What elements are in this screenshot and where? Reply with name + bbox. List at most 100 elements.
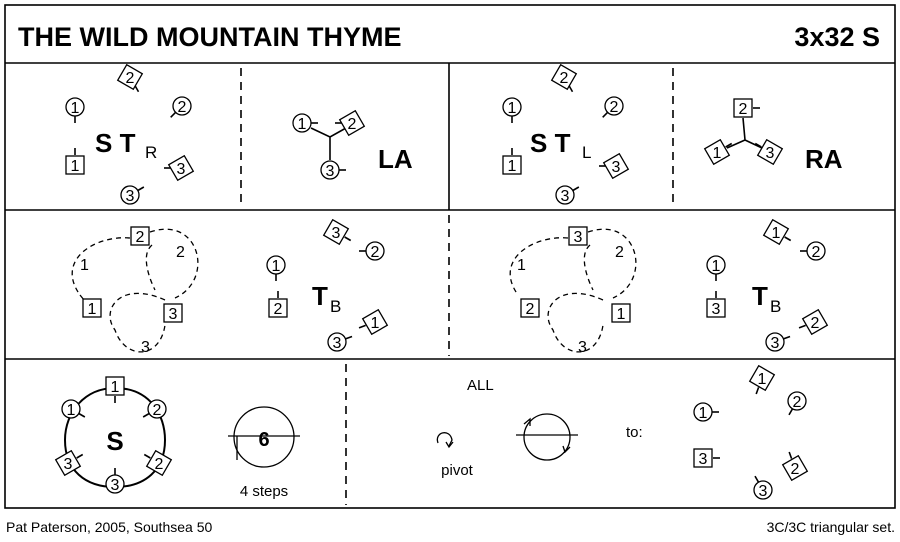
dancer-woman: 2: [800, 241, 826, 261]
dancer-number: 2: [126, 70, 135, 87]
dancer-man: 1: [82, 298, 102, 318]
reel-paths: [71, 228, 637, 353]
dancer-woman: 3: [320, 160, 346, 180]
bars-icon: [228, 406, 300, 468]
figure-sub-label: R: [145, 143, 157, 162]
dancer-number: 1: [508, 158, 517, 175]
square-marker: [105, 376, 125, 396]
facing-tick: [142, 412, 150, 418]
path-number: 1: [517, 257, 526, 274]
facing-tick: [783, 335, 791, 340]
facing-tick: [755, 387, 760, 395]
dancer-number: 1: [71, 158, 80, 175]
facing-tick: [788, 451, 793, 459]
dancer-number: 2: [348, 116, 357, 133]
dancer-number: 3: [759, 483, 768, 500]
figure-label: LA: [378, 144, 413, 174]
circle-marker: [292, 113, 312, 133]
dancer-woman: 3: [555, 185, 580, 205]
square-marker: [163, 303, 183, 323]
facing-tick: [798, 324, 806, 329]
dancer-number: 3: [561, 188, 570, 205]
pivot-icon: [436, 432, 454, 449]
facing-tick: [754, 142, 762, 148]
dancer-man: 3: [163, 303, 183, 323]
circle-marker: [787, 391, 807, 411]
dancer-man: 3: [54, 449, 84, 477]
figure-label: S T: [95, 128, 136, 158]
circle-marker: [365, 241, 385, 261]
formation-label: 3x32 S: [794, 22, 880, 52]
dancer-woman: 1: [706, 255, 726, 281]
dancer-number: 2: [791, 461, 800, 478]
dancer-number: 2: [811, 315, 820, 332]
steps-caption: 4 steps: [240, 483, 288, 500]
dancer-number: 2: [812, 244, 821, 261]
circle-marker: [706, 255, 726, 275]
dancer-number: 2: [136, 229, 145, 246]
circle-marker: [320, 160, 340, 180]
figure-sub-label: L: [582, 143, 591, 162]
dancer-man: 3: [164, 154, 195, 182]
path-number: 2: [176, 244, 185, 261]
dancer-man: 2: [550, 63, 578, 93]
square-marker: [611, 303, 631, 323]
square-marker: [54, 449, 82, 477]
circle-marker: [65, 97, 85, 117]
facing-tick: [754, 475, 760, 483]
circle-marker: [693, 402, 713, 422]
dancer-number: 2: [274, 301, 283, 318]
dancer-man: 3: [693, 448, 720, 468]
dancer-number: 1: [758, 371, 767, 388]
square-marker: [550, 63, 578, 91]
square-marker: [602, 152, 630, 180]
circle-marker: [120, 185, 140, 205]
dancer-woman: 1: [292, 113, 318, 133]
dancer-woman: 1: [61, 399, 86, 419]
dancer-number: 1: [712, 258, 721, 275]
dancer-number: 3: [712, 301, 721, 318]
dancer-number: 2: [560, 70, 569, 87]
dancer-man: 2: [268, 291, 288, 318]
dancer-number: 2: [610, 99, 619, 116]
dancer-man: 1: [762, 218, 792, 246]
turn-around-icon: [516, 413, 578, 461]
dancer-number: 2: [739, 101, 748, 118]
dancer-number: 3: [771, 335, 780, 352]
square-marker: [733, 98, 753, 118]
circle-marker: [147, 399, 167, 419]
path-number: 3: [141, 339, 150, 356]
circle-marker: [806, 241, 826, 261]
square-marker: [82, 298, 102, 318]
dancer-man: 2: [798, 308, 829, 336]
figure-label: S: [106, 426, 123, 456]
dancer-number: 2: [371, 244, 380, 261]
figure-label: RA: [805, 144, 843, 174]
square-marker: [762, 218, 790, 246]
square-marker: [706, 298, 726, 318]
circle-marker: [327, 332, 347, 352]
all-label: ALL: [467, 377, 494, 394]
square-marker: [268, 298, 288, 318]
dancer-number: 1: [699, 405, 708, 422]
dancer-number: 3: [126, 188, 135, 205]
figure-label: S T: [530, 128, 571, 158]
facing-tick: [345, 335, 353, 340]
credit: Pat Paterson, 2005, Southsea 50: [6, 519, 212, 535]
dancer-woman: 2: [359, 241, 385, 261]
dancer-woman: 1: [693, 402, 719, 422]
dancer-woman: 2: [170, 96, 192, 118]
dancer-man: 1: [358, 308, 389, 336]
dancer-number: 3: [169, 306, 178, 323]
square-marker: [145, 449, 173, 477]
dancer-number: 2: [155, 456, 164, 473]
square-marker: [130, 226, 150, 246]
circle-marker: [266, 255, 286, 275]
dancer-number: 1: [772, 225, 781, 242]
facing-tick: [788, 408, 794, 416]
dancer-man: 3: [706, 291, 726, 318]
dancer-woman: 3: [765, 332, 791, 352]
dancer-number: 2: [153, 402, 162, 419]
dancer-number: 1: [508, 100, 517, 117]
